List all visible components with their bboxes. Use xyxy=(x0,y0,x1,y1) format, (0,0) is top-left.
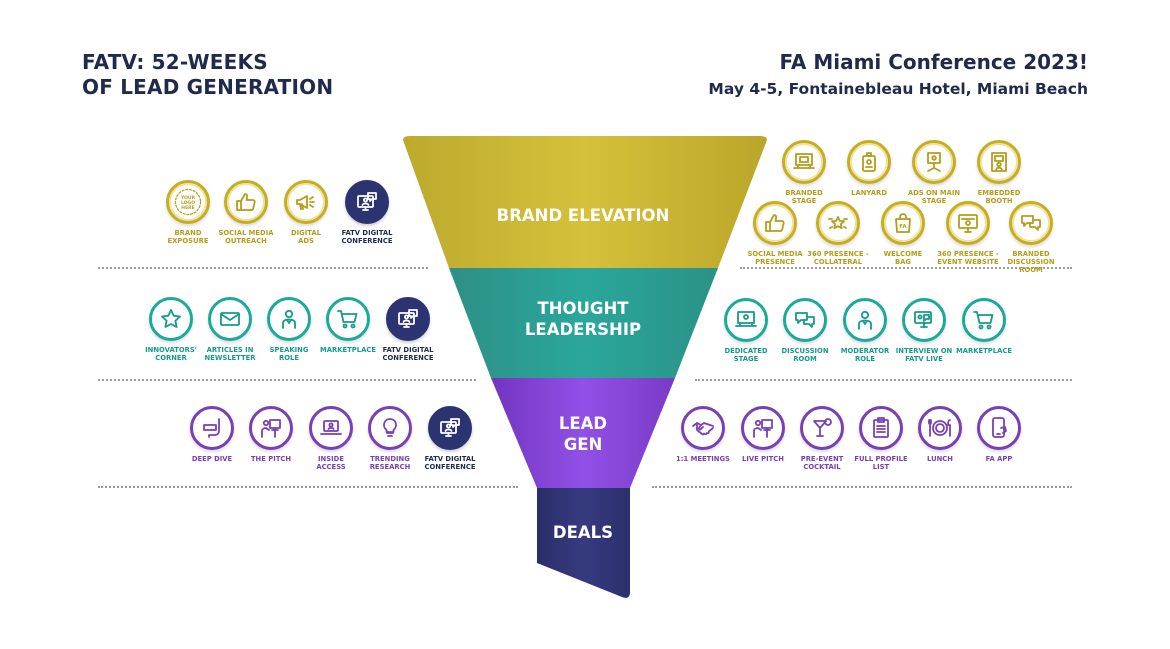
funnel-label-brand: BRAND ELEVATION xyxy=(496,206,670,225)
cocktail-icon xyxy=(800,406,844,450)
stars-icon xyxy=(816,201,860,245)
lightbulb-icon xyxy=(368,406,412,450)
divider-right-1 xyxy=(740,267,1072,269)
funnel-stage-thought xyxy=(449,268,718,378)
item-innovators-corner: INNOVATORS'CORNER xyxy=(135,297,207,362)
chat-bubbles-icon xyxy=(783,298,827,342)
item-1-1-meetings: 1:1 MEETINGS xyxy=(667,406,739,463)
divider-right-2 xyxy=(695,379,1072,381)
handshake-icon xyxy=(681,406,725,450)
star-icon xyxy=(149,297,193,341)
divider-left-1 xyxy=(98,267,428,269)
item-deep-dive: DEEP DIVE xyxy=(176,406,248,463)
speaker-icon xyxy=(267,297,311,341)
welcome-bag-icon: FA xyxy=(881,201,925,245)
chat-bubbles-icon xyxy=(1009,201,1053,245)
svg-text:FA: FA xyxy=(899,224,907,230)
conference-title: FA Miami Conference 2023! xyxy=(779,50,1088,74)
thumbs-up-icon xyxy=(753,201,797,245)
conference-subtitle: May 4-5, Fontainebleau Hotel, Miami Beac… xyxy=(708,80,1088,98)
video-monitor-icon xyxy=(345,180,389,224)
cart-icon xyxy=(962,298,1006,342)
item-fa-app: FA APP xyxy=(963,406,1035,463)
snorkel-icon xyxy=(190,406,234,450)
funnel-stage-leadgen xyxy=(491,378,675,488)
main-stage-icon xyxy=(912,140,956,184)
stage-icon xyxy=(724,298,768,342)
item-360-presence-event-website: 360 PRESENCE -EVENT WEBSITE xyxy=(932,201,1004,266)
item-marketplace-right: MARKETPLACE xyxy=(948,298,1020,355)
item-lanyard: LANYARD xyxy=(833,140,905,197)
conference-header: FA Miami Conference 2023! May 4-5, Fonta… xyxy=(708,50,1088,100)
page-title: FATV: 52-WEEKS OF LEAD GENERATION xyxy=(82,50,333,100)
stage-icon xyxy=(782,140,826,184)
phone-icon xyxy=(977,406,1021,450)
funnel-stage-brand xyxy=(403,136,767,268)
video-monitor-icon xyxy=(428,406,472,450)
logo-here-icon: YOUR LOGO HERE xyxy=(166,180,210,224)
speaker-icon xyxy=(843,298,887,342)
video-monitor-icon xyxy=(386,297,430,341)
website-icon xyxy=(946,201,990,245)
svg-text:HERE: HERE xyxy=(181,205,194,211)
item-lunch: LUNCH xyxy=(904,406,976,463)
pitch-icon xyxy=(741,406,785,450)
funnel-label-deals: DEALS xyxy=(552,523,614,542)
laptop-icon xyxy=(309,406,353,450)
divider-left-2 xyxy=(98,379,476,381)
clipboard-icon xyxy=(859,406,903,450)
megaphone-icon xyxy=(284,180,328,224)
plate-icon xyxy=(918,406,962,450)
item-360-presence-collateral: 360 PRESENCE -COLLATERAL xyxy=(802,201,874,266)
lanyard-icon xyxy=(847,140,891,184)
divider-right-3 xyxy=(652,486,1072,488)
svg-text:LOGO: LOGO xyxy=(181,200,195,206)
title-line-1: FATV: 52-WEEKS xyxy=(82,50,268,74)
item-the-pitch: THE PITCH xyxy=(235,406,307,463)
cart-icon xyxy=(326,297,370,341)
booth-icon xyxy=(977,140,1021,184)
interview-icon xyxy=(902,298,946,342)
item-marketplace-left: MARKETPLACE xyxy=(312,297,384,354)
funnel-stage-deals xyxy=(537,488,630,598)
divider-left-3 xyxy=(98,486,518,488)
envelope-icon xyxy=(208,297,252,341)
title-line-2: OF LEAD GENERATION xyxy=(82,75,334,99)
thumbs-up-icon xyxy=(224,180,268,224)
pitch-icon xyxy=(249,406,293,450)
svg-text:YOUR: YOUR xyxy=(180,195,196,201)
item-live-pitch: LIVE PITCH xyxy=(727,406,799,463)
